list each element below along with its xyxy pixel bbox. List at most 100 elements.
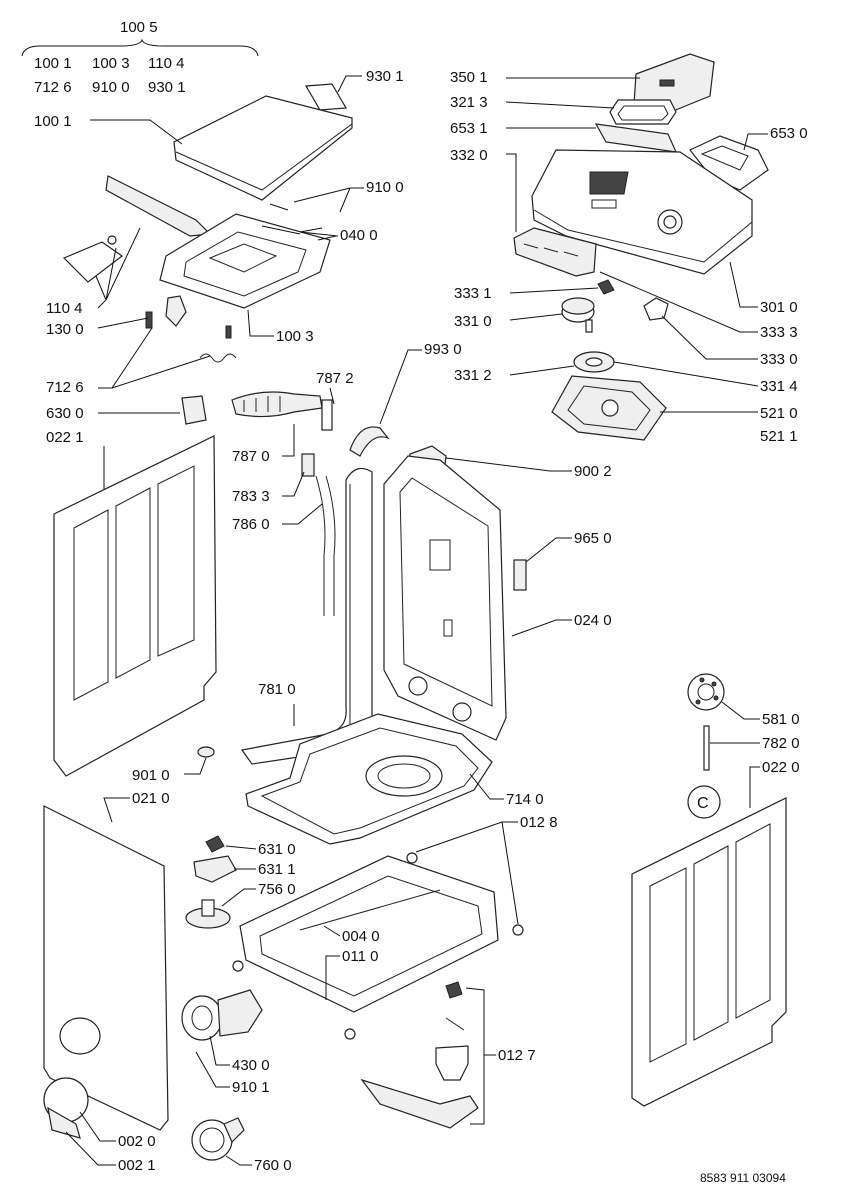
leader-0240 [511, 619, 572, 637]
disc-3312 [573, 351, 615, 373]
label-3213: 321 3 [450, 94, 488, 111]
back-frame-0240 [383, 455, 507, 741]
panel-3010 [531, 149, 753, 275]
leader-0110 [325, 955, 340, 1000]
hose-7870 [231, 391, 333, 431]
label-1003-kit: 100 3 [92, 55, 130, 72]
label-9002: 900 2 [574, 463, 612, 480]
label-4300: 430 0 [232, 1057, 270, 1074]
leader-3010 [729, 261, 758, 308]
leader-0400 [299, 231, 339, 237]
block-6300 [181, 395, 207, 425]
side-panel-0221 [53, 435, 217, 777]
foot-kit-0127 [360, 981, 479, 1129]
motor-5810 [687, 673, 725, 711]
knob-3310 [561, 297, 595, 333]
leader-0127 [465, 987, 496, 1125]
label-3330: 333 0 [760, 351, 798, 368]
leader-7870 [282, 424, 295, 457]
leader-9100 [293, 187, 364, 213]
leader-6530 [743, 133, 768, 151]
leader-1104 [95, 227, 141, 309]
top-frame-1003 [159, 213, 331, 309]
leader-0210 [103, 797, 130, 823]
leader-3333 [599, 271, 758, 333]
label-7126: 712 6 [46, 379, 84, 396]
label-7810: 781 0 [258, 681, 296, 698]
label-0221: 022 1 [46, 429, 84, 446]
label-7870: 787 0 [232, 448, 270, 465]
label-1104: 110 4 [46, 300, 82, 317]
filter-7600 [191, 1117, 245, 1161]
label-9301-kit: 930 1 [148, 79, 186, 96]
leader-3213 [505, 101, 615, 109]
clip-3330 [643, 297, 669, 321]
label-3010: 301 0 [760, 299, 798, 316]
label-6310: 631 0 [258, 841, 296, 858]
bracket-6310 [205, 835, 225, 853]
label-7833: 783 3 [232, 488, 270, 505]
label-6311: 631 1 [258, 861, 296, 878]
label-9650: 965 0 [574, 530, 612, 547]
label-1005: 100 5 [120, 19, 158, 36]
label-3501: 350 1 [450, 69, 488, 86]
label-1104-kit: 110 4 [148, 55, 184, 72]
label-0220: 022 0 [762, 759, 800, 776]
label-0021: 002 1 [118, 1157, 156, 1174]
leader-3310 [509, 313, 563, 321]
label-1001-kit: 100 1 [34, 55, 72, 72]
leader-9930 [379, 349, 422, 425]
side-panel-0220 [631, 797, 787, 1107]
label-6531: 653 1 [450, 120, 488, 137]
label-9010: 901 0 [132, 767, 170, 784]
leader-3320 [506, 153, 517, 232]
label-6530: 653 0 [770, 125, 808, 142]
display-3213 [609, 99, 677, 125]
handle-1104 [62, 175, 212, 283]
leader-1003 [247, 309, 274, 337]
foot-7560 [185, 899, 231, 929]
buttons-3320 [513, 227, 597, 277]
leader-6310 [225, 845, 257, 850]
hose-7810 [240, 467, 373, 765]
label-3312: 331 2 [454, 367, 492, 384]
lid-1001 [173, 95, 353, 201]
leader-0020 [79, 1111, 116, 1142]
label-0240: 024 0 [574, 612, 612, 629]
label-0128: 012 8 [520, 814, 558, 831]
leader-1001 [90, 119, 183, 145]
label-6300: 630 0 [46, 405, 84, 422]
label-9100-kit: 910 0 [92, 79, 130, 96]
plug-9010 [197, 746, 215, 758]
pump-4300 [181, 989, 263, 1041]
leader-5810 [721, 701, 760, 720]
hose-9930 [349, 426, 390, 457]
label-9101: 910 1 [232, 1079, 270, 1096]
label-7560: 756 0 [258, 881, 296, 898]
button-3331 [597, 279, 615, 295]
label-0210: 021 0 [132, 790, 170, 807]
chassis-0040 [232, 852, 524, 1040]
leader-7872 [329, 387, 335, 405]
rod-7820 [703, 725, 710, 771]
label-7600: 760 0 [254, 1157, 292, 1174]
label-7872: 787 2 [316, 370, 354, 387]
label-3320: 332 0 [450, 147, 488, 164]
leader-7560 [221, 888, 256, 907]
leader-7860 [282, 503, 323, 525]
leader-0040 [323, 925, 341, 937]
label-3331: 333 1 [454, 285, 492, 302]
leader-4300 [209, 1035, 230, 1066]
label-7820: 782 0 [762, 735, 800, 752]
label-0110: 011 0 [342, 948, 378, 965]
door-0020 [43, 1077, 89, 1139]
label-5211: 521 1 [760, 428, 798, 445]
label-0040: 004 0 [342, 928, 380, 945]
bracket-6311 [193, 855, 237, 883]
label-9100: 910 0 [366, 179, 404, 196]
label-9301: 930 1 [366, 68, 404, 85]
leader-3312 [509, 365, 575, 376]
label-1001: 100 1 [34, 113, 72, 130]
base-tray-7140 [245, 713, 493, 845]
